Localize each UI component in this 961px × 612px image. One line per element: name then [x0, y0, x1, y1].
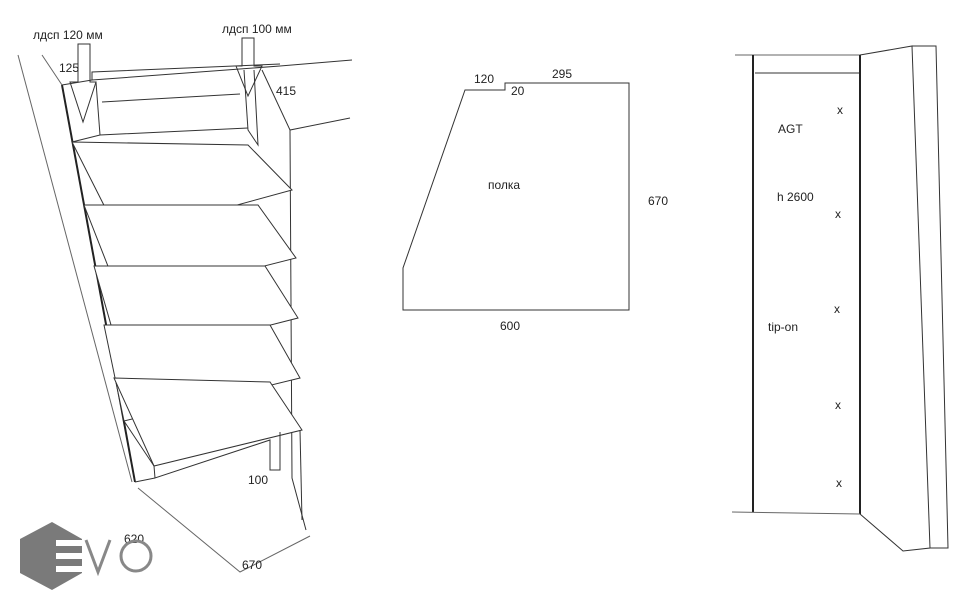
- front-view: AGT h 2600 tip-on x x x x x: [731, 45, 949, 552]
- marker: x: [834, 302, 840, 316]
- dim-120: 120: [474, 72, 494, 86]
- shelf-5: [113, 377, 303, 467]
- arrow-down-icon: [235, 37, 263, 98]
- marker: x: [836, 476, 842, 490]
- dim-600: 600: [500, 319, 520, 333]
- evo-logo: [20, 522, 153, 590]
- label-right-board: лдсп 100 мм: [222, 22, 292, 36]
- label-agt: AGT: [778, 122, 803, 136]
- marker: x: [835, 398, 841, 412]
- label-left-board: лдсп 120 мм: [33, 28, 103, 42]
- label-height: h 2600: [777, 190, 814, 204]
- marker: x: [835, 207, 841, 221]
- dim-125: 125: [59, 61, 79, 75]
- marker: x: [837, 103, 843, 117]
- dim-295: 295: [552, 67, 572, 81]
- dim-415: 415: [276, 84, 296, 98]
- dim-20: 20: [511, 84, 525, 98]
- cabinet-isometric: лдсп 120 мм лдсп 100 мм 125 415 100 620 …: [17, 22, 353, 573]
- label-tip-on: tip-on: [768, 320, 798, 334]
- arrow-down-icon: [69, 43, 97, 124]
- dim-670: 670: [648, 194, 668, 208]
- dim-670: 670: [242, 558, 262, 572]
- shelf-plan: 120 20 295 полка 670 600: [402, 67, 668, 333]
- shelf-label: полка: [488, 178, 520, 192]
- dim-100: 100: [248, 473, 268, 487]
